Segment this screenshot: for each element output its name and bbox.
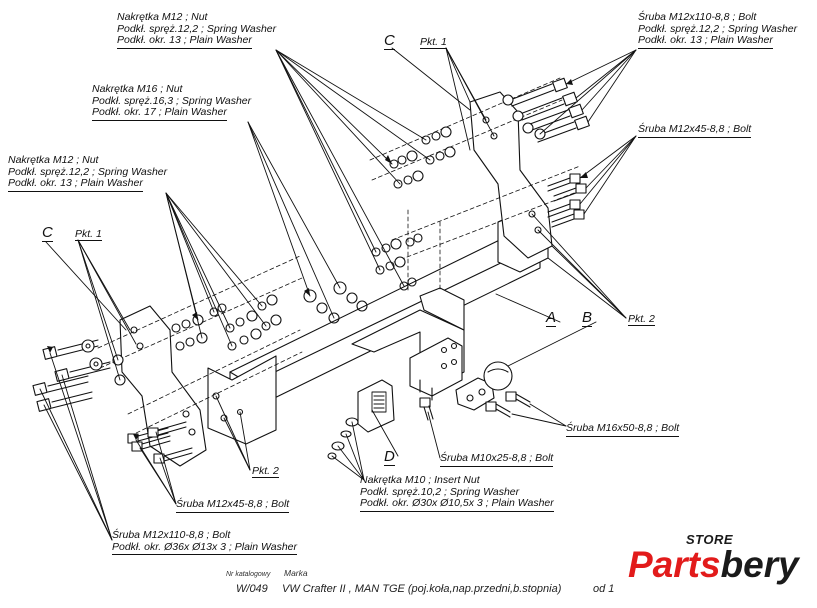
label-top-nuts-line-3: Podkł. okr. 13 ; Plain Washer (117, 34, 252, 49)
label-left-long-bolts-line-2: Podkł. okr. Ø36x Ø13x 3 ; Plain Washer (112, 541, 298, 555)
label-left-short-bolts-text: Śruba M12x45-8,8 ; Bolt (176, 498, 290, 513)
label-left-short-bolts: Śruba M12x45-8,8 ; Bolt (176, 498, 290, 513)
neck-bracket (351, 287, 465, 401)
left-nut-washer-clusters (171, 294, 282, 351)
tag-b: B (582, 309, 593, 327)
label-left-long-bolts: Śruba M12x110-8,8 ; Bolt Podkł. okr. Ø36… (112, 529, 298, 555)
label-m16-bolt: Śruba M16x50-8,8 ; Bolt (566, 422, 680, 437)
label-top-nuts: Nakrętka M12 ; Nut Podkł. spręż.12,2 ; S… (117, 11, 277, 49)
label-right-long-bolts-line-1: Śruba M12x110-8,8 ; Bolt (638, 11, 757, 23)
label-insert-nut-line-1: Nakrętka M10 ; Insert Nut (360, 474, 480, 486)
label-insert-nut: Nakrętka M10 ; Insert Nut Podkł. spręż.1… (360, 474, 554, 512)
logo-wordmark-dark: bery (720, 544, 799, 585)
left-short-bolts (127, 421, 193, 464)
footer-vehicle: VW Crafter II , MAN TGE (poj.koła,nap.pr… (282, 583, 562, 595)
right-side-bracket (469, 91, 553, 259)
label-m10-bolt: Śruba M10x25-8,8 ; Bolt (440, 452, 554, 467)
label-insert-nut-line-3: Podkł. okr. Ø30x Ø10,5x 3 ; Plain Washer (360, 497, 554, 512)
label-left-nuts-line-2: Podkł. spręż.12,2 ; Spring Washer (8, 165, 168, 178)
tag-c-left-text: C (42, 224, 53, 242)
left-side-bracket (119, 305, 207, 467)
label-right-short-bolts-text: Śruba M12x45-8,8 ; Bolt (638, 123, 752, 138)
label-right-long-bolts: Śruba M12x110-8,8 ; Bolt Podkł. spręż.12… (638, 11, 798, 49)
tag-c-top-text: C (384, 32, 395, 50)
label-mid-nuts-line-2: Podkł. spręż.16,3 ; Spring Washer (92, 94, 252, 107)
tag-d-text: D (384, 448, 395, 466)
label-right-short-bolts: Śruba M12x45-8,8 ; Bolt (638, 123, 752, 138)
logo-wordmark: Partsbery (628, 546, 799, 583)
left-long-bolts (32, 339, 126, 412)
footer-brand-label: Marka (284, 568, 308, 578)
label-left-nuts: Nakrętka M12 ; Nut Podkł. spręż.12,2 ; S… (8, 154, 168, 192)
tag-pkt1-top-text: Pkt. 1 (420, 36, 447, 49)
m10-bolt (419, 397, 434, 421)
right-short-bolts (547, 173, 587, 228)
footer-from: od 1 (593, 583, 615, 595)
label-mid-nuts: Nakrętka M16 ; Nut Podkł. spręż.16,3 ; S… (92, 83, 252, 121)
top-nut-washer-clusters (371, 126, 456, 291)
tag-a-text: A (546, 309, 557, 327)
logo-store-text: STORE (686, 532, 734, 547)
tag-c-left: C (42, 224, 53, 242)
label-left-long-bolts-line-1: Śruba M12x110-8,8 ; Bolt (112, 529, 231, 541)
label-mid-nuts-line-1: Nakrętka M16 ; Nut (92, 83, 183, 95)
label-right-long-bolts-line-2: Podkł. spręż.12,2 ; Spring Washer (638, 22, 798, 35)
label-mid-nuts-line-3: Podkł. okr. 17 ; Plain Washer (92, 106, 227, 121)
tag-a: A (546, 309, 557, 327)
label-right-long-bolts-line-3: Podkł. okr. 13 ; Plain Washer (638, 34, 773, 49)
tag-c-top: C (384, 32, 395, 50)
socket-plate (357, 379, 395, 433)
tag-pkt2-right-text: Pkt. 2 (628, 313, 655, 326)
tag-pkt2-left-text: Pkt. 2 (252, 465, 279, 478)
footer-catalog-label: Nr katalogowy (226, 571, 271, 578)
tag-b-text: B (582, 309, 593, 327)
label-insert-nut-line-2: Podkł. spręż.10,2 ; Spring Washer (360, 485, 520, 498)
tag-pkt2-left: Pkt. 2 (252, 465, 279, 478)
tag-pkt2-right: Pkt. 2 (628, 313, 655, 326)
label-left-nuts-line-1: Nakrętka M12 ; Nut (8, 154, 99, 166)
tag-d: D (384, 448, 395, 466)
logo-wordmark-accent: Parts (628, 544, 721, 585)
label-left-nuts-line-3: Podkł. okr. 13 ; Plain Washer (8, 177, 143, 192)
tag-pkt1-top: Pkt. 1 (420, 36, 447, 49)
tag-pkt1-left: Pkt. 1 (75, 228, 102, 241)
label-top-nuts-line-2: Podkł. spręż.12,2 ; Spring Washer (117, 22, 277, 35)
assembly-centerlines (97, 77, 583, 437)
label-m10-bolt-text: Śruba M10x25-8,8 ; Bolt (440, 452, 554, 467)
tow-ball (455, 361, 531, 418)
label-m16-bolt-text: Śruba M16x50-8,8 ; Bolt (566, 422, 680, 437)
tag-pkt1-left-text: Pkt. 1 (75, 228, 102, 241)
label-top-nuts-line-1: Nakrętka M12 ; Nut (117, 11, 208, 23)
right-long-bolts (502, 77, 590, 143)
footer-catalog-number: W/049 (236, 583, 268, 595)
leader-arrowheads (47, 79, 588, 440)
